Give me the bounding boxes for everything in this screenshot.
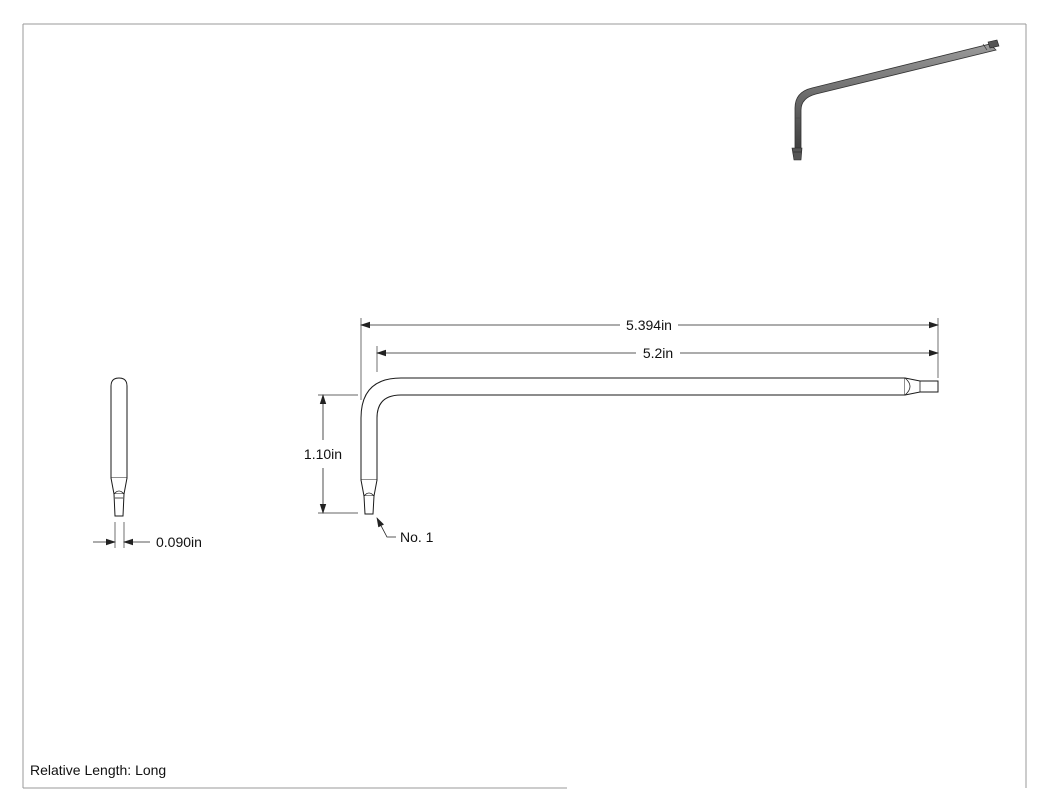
diameter-label: 0.090in	[156, 534, 202, 550]
iso-short-tip	[791, 147, 803, 161]
diameter-dimension: 0.090in	[93, 522, 202, 550]
shaft-length-label: 5.2in	[643, 345, 673, 361]
sheet-border	[22, 23, 1027, 789]
relative-length-note: Relative Length: Long	[30, 762, 166, 778]
short-arm-label: 1.10in	[304, 446, 342, 462]
front-view-short-tip	[360, 479, 378, 497]
overall-length-dimension: 5.394in	[360, 317, 939, 333]
overall-length-label: 5.394in	[626, 317, 672, 333]
side-view-tip	[110, 477, 128, 495]
short-arm-dimension: 1.10in	[304, 394, 342, 514]
side-view: 0.090in	[93, 377, 202, 550]
side-view-body	[110, 377, 128, 479]
shaft-length-dimension: 5.2in	[376, 345, 939, 361]
iso-wrench-body	[794, 43, 997, 151]
front-view-wrench-body	[360, 377, 906, 481]
front-view: 5.394in 5.2in 1.10in No. 1	[304, 317, 939, 545]
tip-callout-label: No. 1	[400, 529, 434, 545]
tip-callout: No. 1	[376, 517, 434, 545]
isometric-view	[791, 39, 1000, 161]
front-view-long-tip	[904, 377, 939, 396]
iso-long-tip	[987, 39, 1000, 49]
